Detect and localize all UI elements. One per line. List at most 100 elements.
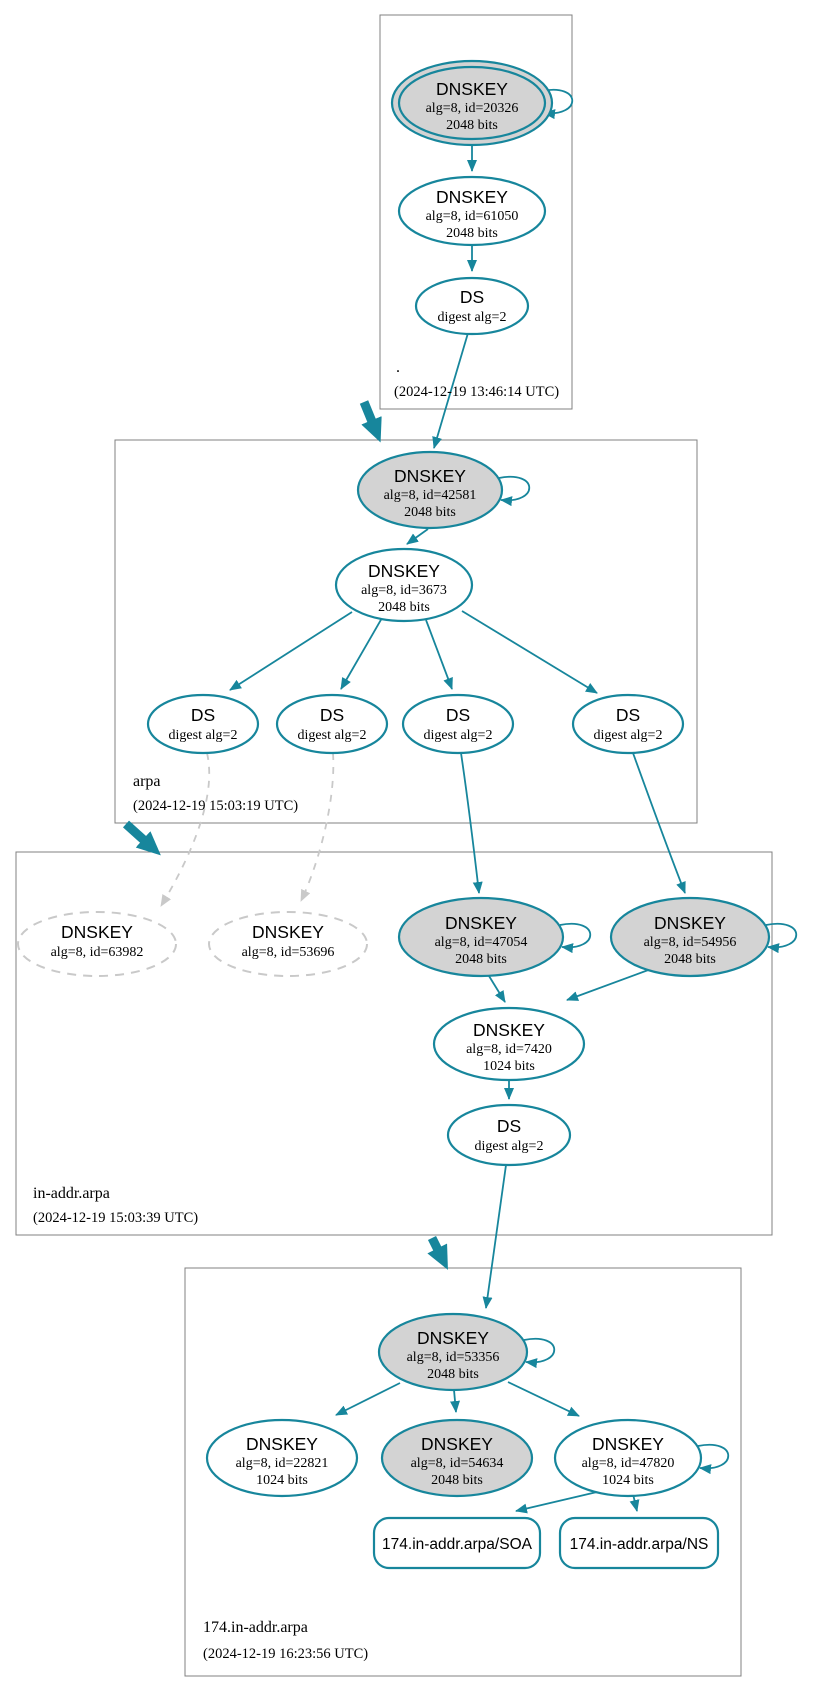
dnskey-node-arpa-42581: DNSKEY alg=8, id=42581 2048 bits [356,450,504,530]
dnskey-node-inaddr-54956: DNSKEY alg=8, id=54956 2048 bits [609,896,771,978]
node-title: DNSKEY [654,913,726,933]
edge-54956-to-7420 [566,968,652,1001]
node-bits: 1024 bits [602,1473,654,1488]
node-detail: alg=8, id=3673 [361,583,447,598]
zone-box-in-addr-arpa [15,851,773,1236]
edge-self-sign-54956 [765,922,797,954]
node-title: DNSKEY [394,466,466,486]
dnskey-node-174-22821: DNSKEY alg=8, id=22821 1024 bits [205,1418,359,1498]
edge-inaddr-ds-to-53356 [482,1164,507,1309]
node-title: DNSKEY [592,1434,664,1454]
node-title: DNSKEY [61,922,133,942]
edge-self-sign-47820 [697,1443,729,1475]
edge-47054-to-7420 [488,975,506,1003]
node-bits: 2048 bits [427,1367,479,1382]
node-detail: alg=8, id=47054 [435,935,528,950]
dnskey-node-root-20326: DNSKEY alg=8, id=20326 2048 bits [390,59,554,147]
edge-3673-to-ds2 [340,617,383,690]
node-bits: 2048 bits [455,952,507,967]
ds-node-arpa-1: DS digest alg=2 [146,693,260,755]
node-detail: alg=8, id=53696 [242,945,335,960]
zone-box-root [379,14,573,410]
edge-ds2-to-53696-insecure [300,752,335,902]
node-detail: alg=8, id=61050 [426,209,519,224]
node-title: DS [320,705,344,725]
dnskey-node-inaddr-63982-insecure: DNSKEY alg=8, id=63982 [17,911,177,977]
node-title: DNSKEY [473,1020,545,1040]
node-detail: alg=8, id=54956 [644,935,737,950]
node-title: DNSKEY [421,1434,493,1454]
zone-timestamp-arpa: (2024-12-19 15:03:19 UTC) [133,798,298,814]
node-detail: digest alg=2 [298,728,367,743]
node-detail: alg=8, id=63982 [51,945,144,960]
node-bits: 2048 bits [404,505,456,520]
dnskey-node-174-47820: DNSKEY alg=8, id=47820 1024 bits [553,1418,703,1498]
node-detail: digest alg=2 [594,728,663,743]
dnskey-node-root-61050: DNSKEY alg=8, id=61050 2048 bits [397,175,547,247]
edge-ds3-to-47054 [460,752,483,894]
node-bits: 1024 bits [483,1059,535,1074]
edge-53356-to-47820 [507,1381,580,1417]
node-detail: alg=8, id=47820 [582,1456,675,1471]
node-bits: 2048 bits [378,600,430,615]
zone-timestamp-in-addr-arpa: (2024-12-19 15:03:39 UTC) [33,1210,198,1226]
rrset-ns-label: 174.in-addr.arpa/NS [570,1536,709,1553]
edge-53356-to-22821 [335,1382,401,1416]
delegation-arrow-in-addr-to-174 [427,1235,448,1270]
zone-label-174-in-addr-arpa: 174.in-addr.arpa [203,1619,308,1636]
ds-node-arpa-3: DS digest alg=2 [401,693,515,755]
node-bits: 2048 bits [446,118,498,133]
node-detail: alg=8, id=22821 [236,1456,329,1471]
node-title: DS [460,287,484,307]
node-detail: alg=8, id=42581 [384,488,477,503]
rrset-soa-label: 174.in-addr.arpa/SOA [382,1536,533,1553]
node-title: DS [497,1116,521,1136]
ds-node-root: DS digest alg=2 [414,276,530,336]
zone-label-root: . [396,359,400,376]
node-detail: digest alg=2 [438,310,507,325]
edge-self-sign-47054 [559,922,591,954]
node-bits: 2048 bits [446,226,498,241]
zone-timestamp-174-in-addr-arpa: (2024-12-19 16:23:56 UTC) [203,1646,368,1662]
dnskey-node-174-54634: DNSKEY alg=8, id=54634 2048 bits [380,1418,534,1498]
delegation-arrow-arpa-to-in-addr [122,820,161,856]
edge-ds1-to-63982-insecure [160,752,211,907]
edge-42581-to-3673 [406,528,429,545]
node-detail: alg=8, id=20326 [426,101,519,116]
dnskey-node-inaddr-47054: DNSKEY alg=8, id=47054 2048 bits [397,896,565,978]
edge-3673-to-ds1 [229,611,353,691]
edge-self-sign-20326 [541,88,573,120]
edge-53356-to-54634 [450,1389,460,1413]
node-title: DNSKEY [246,1434,318,1454]
node-title: DNSKEY [252,922,324,942]
node-detail: alg=8, id=7420 [466,1042,552,1057]
edge-self-sign-42581 [498,475,530,507]
node-detail: alg=8, id=54634 [411,1456,504,1471]
node-title: DNSKEY [436,187,508,207]
rrset-node-ns: 174.in-addr.arpa/NS [558,1516,720,1570]
node-title: DNSKEY [445,913,517,933]
edge-self-sign-53356 [523,1337,555,1369]
node-title: DS [616,705,640,725]
node-title: DS [446,705,470,725]
node-bits: 2048 bits [431,1473,483,1488]
node-title: DNSKEY [417,1328,489,1348]
ds-node-inaddr: DS digest alg=2 [446,1103,572,1167]
node-title: DNSKEY [436,79,508,99]
node-bits: 2048 bits [664,952,716,967]
node-detail: digest alg=2 [424,728,493,743]
edge-3673-to-ds3 [425,619,453,690]
node-title: DS [191,705,215,725]
edge-3673-to-ds4 [461,610,598,694]
ds-node-arpa-4: DS digest alg=2 [571,693,685,755]
rrset-node-soa: 174.in-addr.arpa/SOA [372,1516,542,1570]
zone-box-174-in-addr-arpa [184,1267,742,1677]
edge-47820-to-soa [515,1491,598,1514]
zone-label-arpa: arpa [133,773,161,790]
ds-node-arpa-2: DS digest alg=2 [275,693,389,755]
dnskey-node-arpa-3673: DNSKEY alg=8, id=3673 2048 bits [334,547,474,623]
delegation-arrow-root-to-arpa [359,400,382,443]
node-title: DNSKEY [368,561,440,581]
